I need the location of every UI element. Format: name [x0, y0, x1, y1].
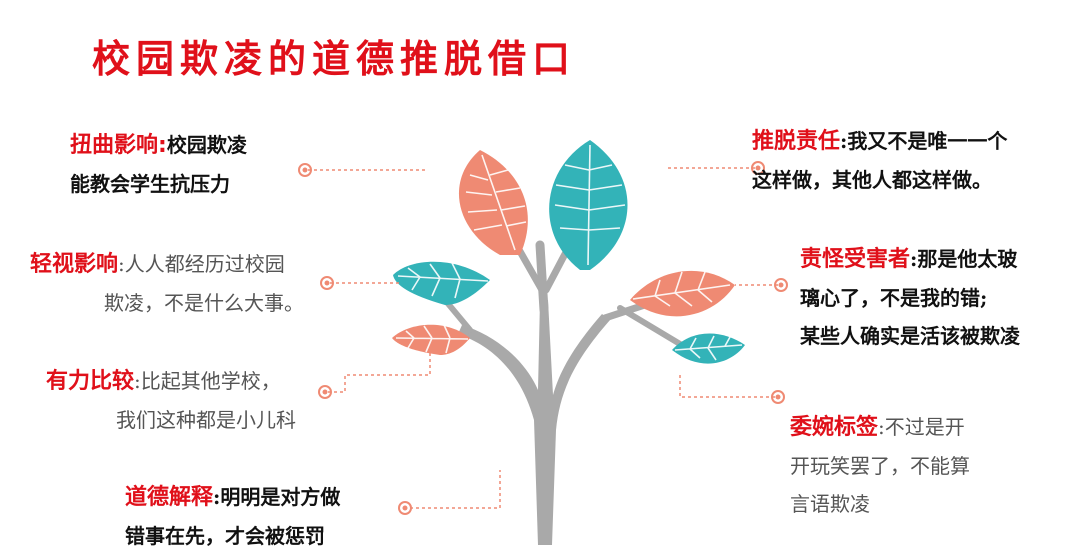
connector-line: [679, 375, 775, 398]
label-moral-justification: 道德解释:明明是对方做 错事在先，才会被惩罚: [125, 485, 341, 548]
branch: [617, 305, 693, 353]
label-blame-victim: 责怪受害者:那是他太玻 璃心了，不是我的错; 某些人确实是活该被欺凌: [800, 247, 1020, 348]
tree-trunk: [458, 300, 610, 545]
leaf-salmon-right: [630, 270, 735, 317]
leaf-teal-left: [393, 261, 490, 305]
leaf-salmon-top-left: [458, 150, 528, 255]
label-displacement-responsibility: 推脱责任:我又不是唯一一个 这样做，其他人都这样做。: [752, 129, 1008, 192]
branch: [535, 240, 549, 315]
connector-line: [410, 470, 501, 509]
connector-line: [328, 350, 431, 393]
page-title: 校园欺凌的道德推脱借口: [92, 37, 577, 81]
label-trivialize-impact: 轻视影响:人人都经历过校园 欺凌，不是什么大事。: [30, 252, 304, 315]
label-advantageous-comparison: 有力比较:比起其他学校， 我们这种都是小儿科: [46, 369, 296, 432]
branch: [442, 297, 473, 333]
connector-dots: [298, 161, 788, 515]
label-euphemistic-labeling: 委婉标签:不过是开 开玩笑罢了，不能算 言语欺凌: [790, 415, 970, 516]
label-distorted-impact: 扭曲影响:校园欺凌 能教会学生抗压力: [70, 133, 247, 196]
